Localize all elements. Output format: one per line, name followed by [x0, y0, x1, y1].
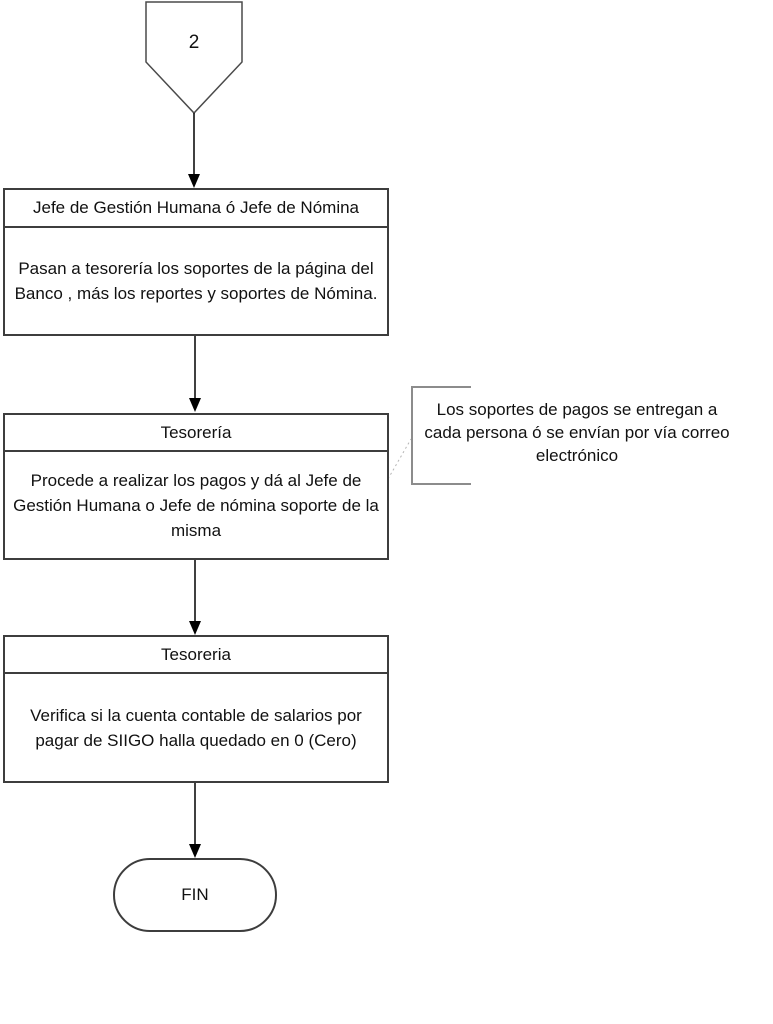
- offpage-connector-label: 2: [188, 32, 200, 53]
- process-box-tesoreria-verifica-body: Verifica si la cuenta contable de salari…: [30, 705, 362, 750]
- process-box-tesoreria-pagos: Tesorería Procede a realizar los pagos y…: [3, 413, 389, 560]
- annotation-bracket: [411, 386, 471, 485]
- process-box-tesoreria-verifica: Tesoreria Verifica si la cuenta contable…: [3, 635, 389, 783]
- process-box-jefe-gestion: Jefe de Gestión Humana ó Jefe de Nómina …: [3, 188, 389, 336]
- flow-arrow-4-head: [189, 844, 201, 858]
- flow-arrow-1-head: [188, 174, 200, 188]
- flow-arrow-2-head: [189, 398, 201, 412]
- process-box-jefe-gestion-header: Jefe de Gestión Humana ó Jefe de Nómina: [5, 190, 387, 228]
- annotation-connector-line: [387, 438, 412, 480]
- offpage-connector-shape: [145, 1, 243, 115]
- annotation-note: Los soportes de pagos se entregan a cada…: [424, 400, 730, 465]
- terminator-fin: FIN: [113, 858, 277, 932]
- process-box-tesoreria-pagos-body: Procede a realizar los pagos y dá al Jef…: [13, 470, 379, 540]
- process-box-jefe-gestion-body: Pasan a tesorería los soportes de la pág…: [14, 259, 378, 303]
- process-box-tesoreria-verifica-header: Tesoreria: [5, 637, 387, 674]
- terminator-fin-label: FIN: [181, 885, 209, 904]
- process-box-tesoreria-pagos-header: Tesorería: [5, 415, 387, 452]
- flow-arrow-3-head: [189, 621, 201, 635]
